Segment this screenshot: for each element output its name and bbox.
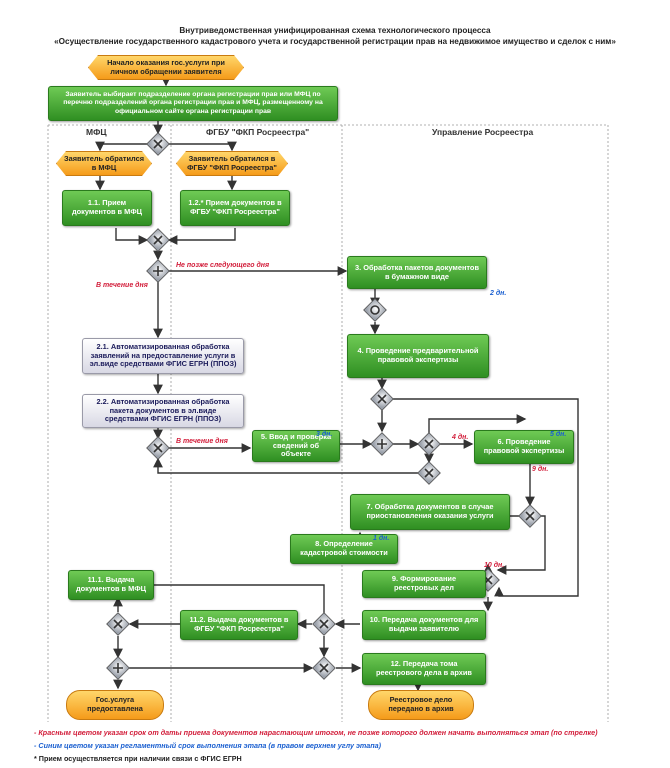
step-2-2: 2.2. Автоматизированная обработка пакета… xyxy=(82,394,244,428)
step-1-1: 1.1. Прием документов в МФЦ xyxy=(62,190,152,226)
step-8: 8. Определение кадастровой стоимости xyxy=(290,534,398,564)
deadline-4-days: 4 дн. xyxy=(452,434,469,441)
duration-step-8: 1 дн. xyxy=(373,535,390,542)
lane-fgbu: ФГБУ "ФКП Росреестра" xyxy=(206,127,310,137)
duration-step-5: 3 дн. xyxy=(316,431,333,438)
deadline-same-day-2: В течение дня xyxy=(176,438,228,445)
page-title: Внутриведомственная унифицированная схем… xyxy=(179,26,491,35)
duration-step-6: 5 дн. xyxy=(550,431,567,438)
start-event: Начало оказания гос.услуги при личном об… xyxy=(88,55,244,80)
choose-office-step: Заявитель выбирает подразделение органа … xyxy=(48,86,338,121)
deadline-10-days: 10 дн. xyxy=(484,562,505,569)
page-subtitle: «Осуществление государственного кадастро… xyxy=(54,37,616,46)
step-6: 6. Проведение правовой экспертизы xyxy=(474,430,574,464)
end-service-provided: Гос.услуга предоставлена xyxy=(66,690,164,720)
step-9: 9. Формирование реестровых дел xyxy=(362,570,486,598)
legend-blue: - Синим цветом указан регламентный срок … xyxy=(34,741,382,750)
footnote: * Прием осуществляется при наличии связи… xyxy=(34,754,242,763)
step-4: 4. Проведение предварительной правовой э… xyxy=(347,334,489,378)
lane-rosreestr: Управление Росреестра xyxy=(432,127,534,137)
legend-red: - Красным цветом указан срок от даты при… xyxy=(34,728,598,737)
step-7: 7. Обработка документов в случае приоста… xyxy=(350,494,510,530)
deadline-same-day-1: В течение дня xyxy=(96,282,148,289)
lane-mfc: МФЦ xyxy=(86,127,107,137)
applicant-fgbu-event: Заявитель обратился в ФГБУ "ФКП Росреест… xyxy=(176,151,288,176)
applicant-mfc-event: Заявитель обратился в МФЦ xyxy=(56,151,152,176)
step-11-1: 11.1. Выдача документов в МФЦ xyxy=(68,570,154,600)
step-10: 10. Передача документов для выдачи заяви… xyxy=(362,610,486,640)
duration-step-3: 2 дн. xyxy=(490,290,507,297)
step-11-2: 11.2. Выдача документов в ФГБУ "ФКП Роср… xyxy=(180,610,298,640)
end-archived: Реестровое дело передано в архив xyxy=(368,690,474,720)
step-1-2: 1.2.* Прием документов в ФГБУ "ФКП Росре… xyxy=(180,190,290,226)
step-5: 5. Ввод и проверка сведений об объекте xyxy=(252,430,340,462)
deadline-9-days: 9 дн. xyxy=(532,466,549,473)
step-2-1: 2.1. Автоматизированная обработка заявле… xyxy=(82,338,244,374)
step-12: 12. Передача тома реестрового дела в арх… xyxy=(362,653,486,685)
deadline-next-day: Не позже следующего дня xyxy=(176,262,270,269)
step-3: 3. Обработка пакетов документов в бумажн… xyxy=(347,256,487,289)
